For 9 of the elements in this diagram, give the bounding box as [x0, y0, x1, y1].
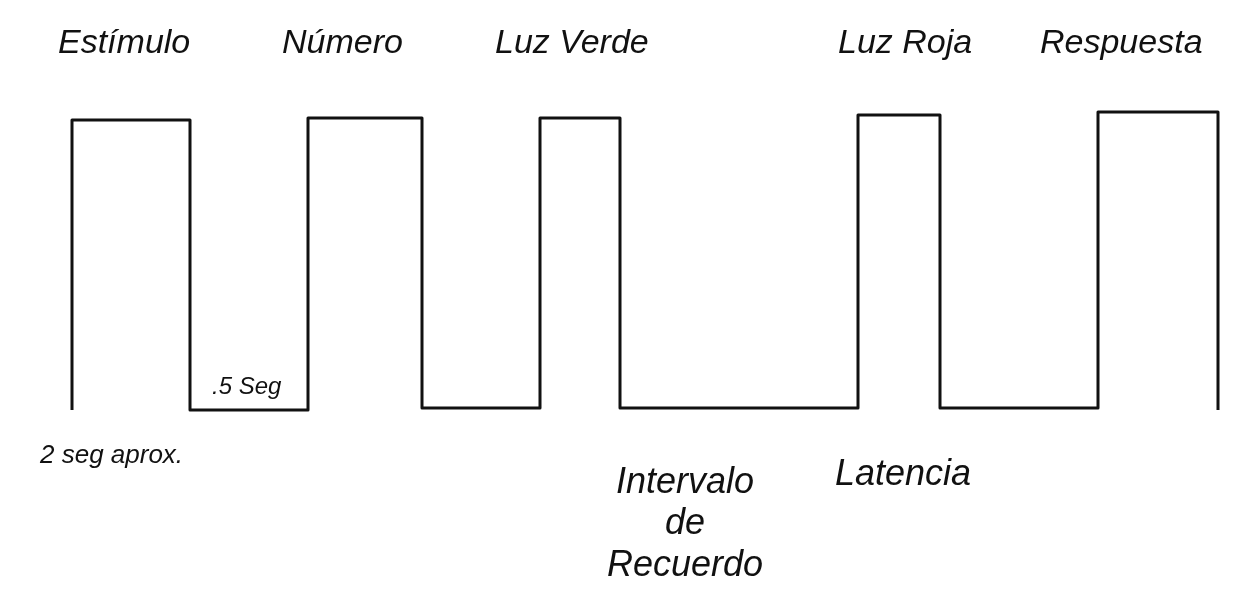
signal-label: Estímulo — [58, 22, 191, 62]
interval-label: Intervalo de Recuerdo — [605, 460, 765, 585]
duration-label: 2 seg aprox. — [40, 440, 184, 470]
signal-label: Luz Roja — [838, 22, 973, 62]
signal-label: Respuesta — [1040, 22, 1203, 62]
signal-label: Luz Verde — [495, 22, 649, 62]
interval-label: Latencia — [835, 452, 972, 494]
duration-label: .5 Seg — [212, 372, 282, 400]
signal-label: Número — [282, 22, 403, 62]
